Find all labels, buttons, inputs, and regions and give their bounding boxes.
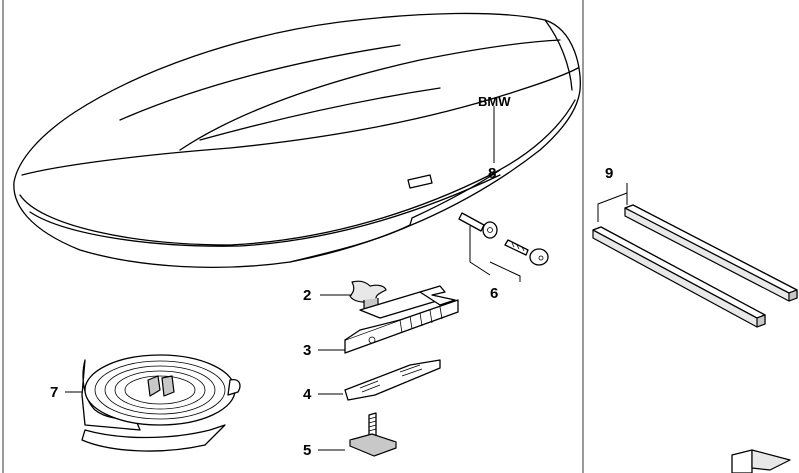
- callout-8: 8: [488, 165, 496, 182]
- callout-2: 2: [303, 287, 311, 304]
- brand-logo-text: BMW: [478, 94, 511, 109]
- callout-9: 9: [605, 165, 613, 182]
- foam-bars-illustration: [592, 204, 798, 328]
- leader-lines: [65, 106, 628, 451]
- callout-6: 6: [490, 285, 498, 302]
- callout-4: 4: [303, 386, 312, 403]
- mounting-bracket-illustration: [344, 285, 459, 354]
- strap-roll-illustration: [81, 354, 241, 452]
- roof-box-illustration: BMW: [13, 12, 581, 268]
- callout-numbers: 8 6 2 3 4 5 7 9: [50, 165, 613, 459]
- arrow-corner-icon: [731, 449, 791, 473]
- lock-and-key-illustration: [458, 212, 549, 266]
- frame-borders: [2, 0, 584, 473]
- callout-5: 5: [303, 442, 311, 459]
- callout-3: 3: [303, 342, 311, 359]
- clamp-plate-illustration: [344, 359, 441, 401]
- callout-7: 7: [50, 384, 58, 401]
- t-bolt-illustration: [349, 412, 397, 457]
